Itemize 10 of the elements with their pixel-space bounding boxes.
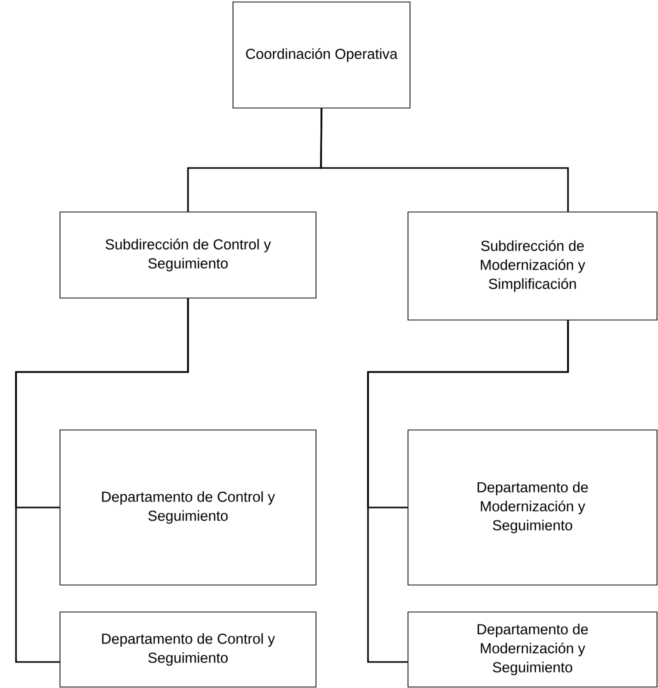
org-box: Departamento de Control y Seguimiento bbox=[60, 612, 316, 688]
connector-line bbox=[320, 108, 569, 212]
org-box: Departamento de Control y Seguimiento bbox=[60, 430, 316, 586]
org-box: Departamento de Modernización y Seguimiento bbox=[408, 430, 658, 586]
org-box: Subdirección de Control y Seguimiento bbox=[60, 212, 316, 298]
connector-line bbox=[15, 298, 189, 663]
org-box: Coordinación Operativa bbox=[232, 2, 410, 108]
connector-line bbox=[367, 320, 569, 663]
org-box: Subdirección de Modernización y Simplificación bbox=[408, 212, 658, 320]
org-box: Departamento de Modernización y Seguimiento bbox=[408, 612, 658, 688]
